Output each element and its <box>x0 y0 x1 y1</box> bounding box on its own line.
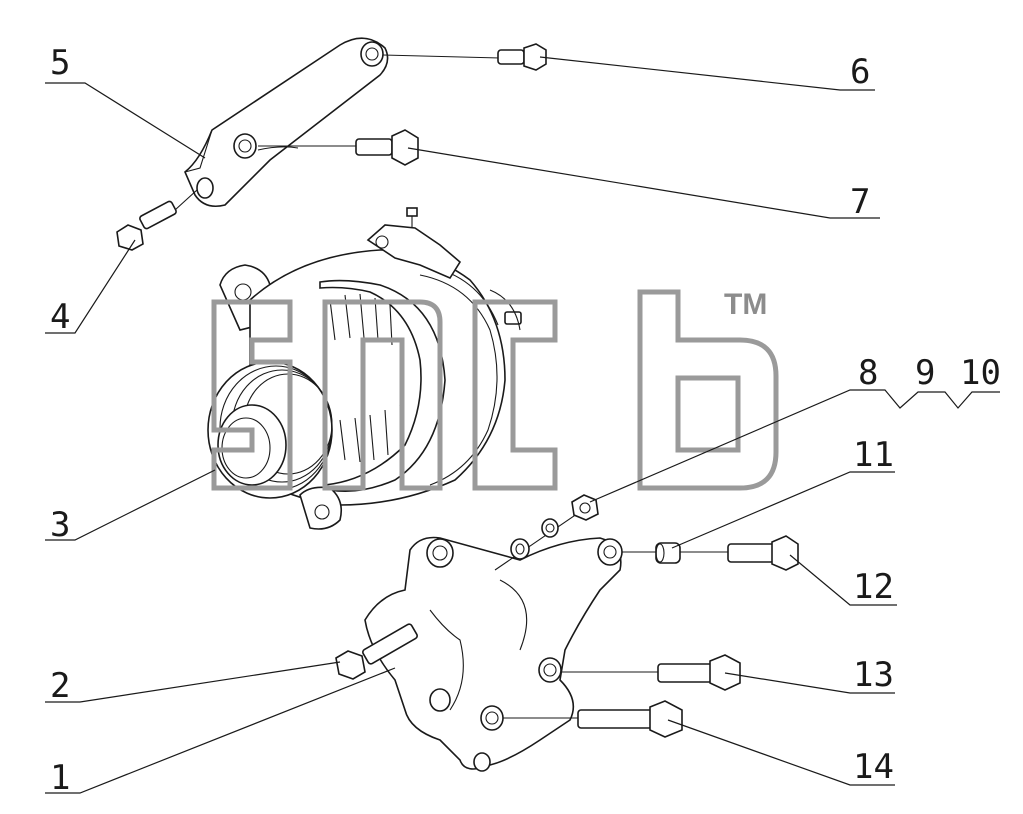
trademark-label: TM <box>724 288 767 321</box>
callout-12: 12 <box>853 567 894 607</box>
watermark-logo: TM <box>211 288 779 491</box>
lower-bracket <box>364 536 623 772</box>
bolt-14 <box>503 700 683 738</box>
bolt-4 <box>116 189 198 251</box>
callout-1: 1 <box>50 758 70 798</box>
bolt-12 <box>727 535 799 571</box>
sleeve-11 <box>622 542 730 564</box>
washers-and-nut <box>494 494 599 571</box>
callout-9: 9 <box>915 353 935 393</box>
callout-8: 8 <box>858 353 878 393</box>
callout-2: 2 <box>50 666 70 706</box>
callout-10: 10 <box>960 353 1001 393</box>
callout-5: 5 <box>50 43 70 83</box>
callout-7: 7 <box>850 182 870 222</box>
callout-6: 6 <box>850 52 870 92</box>
upper-bracket <box>184 37 389 208</box>
callout-13: 13 <box>853 655 894 695</box>
bolt-2 <box>335 623 418 680</box>
callout-3: 3 <box>50 505 70 545</box>
callout-14: 14 <box>853 747 894 787</box>
bolt-6 <box>382 43 547 71</box>
callout-4: 4 <box>50 297 70 337</box>
bolt-7 <box>258 129 419 166</box>
callout-11: 11 <box>853 435 894 475</box>
bolt-13 <box>561 654 741 691</box>
leader-lines <box>45 56 1000 794</box>
